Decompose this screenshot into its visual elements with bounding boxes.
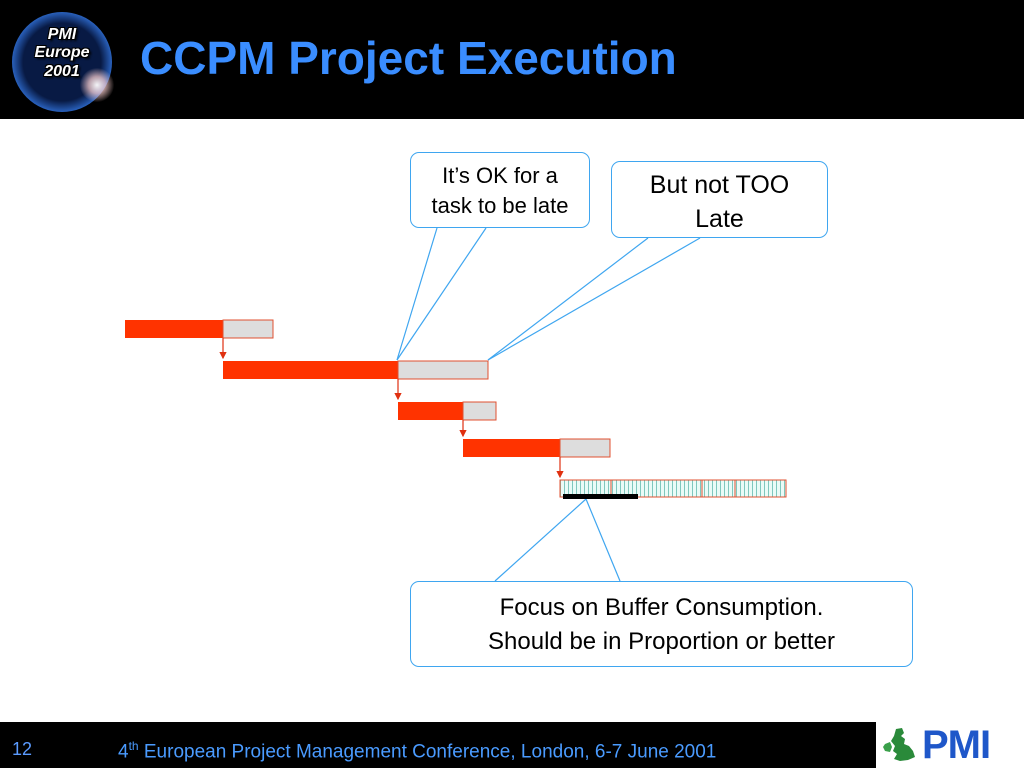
task-1-bar — [125, 320, 223, 338]
pointer-late-right — [396, 227, 487, 361]
task-3-buffer — [462, 401, 497, 421]
slide-title: CCPM Project Execution — [140, 32, 677, 84]
pmi-logo-text: PMI — [922, 723, 991, 767]
logo-line-1: PMI — [47, 26, 77, 43]
uk-map-icon — [883, 728, 915, 761]
pointer-late-left — [396, 227, 438, 361]
callout-buffer-consumption: Focus on Buffer Consumption. Should be i… — [410, 581, 913, 667]
project-buffer-segment — [701, 479, 736, 498]
callout-late-line-1: It’s OK for a — [442, 163, 558, 188]
callout-buffer-line-1: Focus on Buffer Consumption. — [499, 594, 824, 621]
page-number: 12 — [12, 739, 33, 759]
pointer-too-late-right — [487, 237, 701, 361]
callout-not-too-late: But not TOO Late — [611, 161, 828, 238]
pointer-too-late-left — [487, 237, 649, 361]
glow-icon — [80, 68, 114, 102]
pointer-buffer-right — [585, 498, 621, 582]
logo-line-2: Europe — [34, 44, 90, 61]
task-2-buffer — [397, 360, 489, 380]
conference-name: European Project Management Conference, … — [138, 741, 717, 763]
task-3-bar — [398, 402, 463, 420]
footer-bar: 12 4th European Project Management Confe… — [0, 722, 1024, 768]
task-4-bar — [463, 439, 560, 457]
callout-late-line-2: task to be late — [431, 193, 569, 218]
callout-too-late-line-1: But not TOO — [649, 171, 790, 199]
project-buffer — [559, 479, 787, 498]
conference-text: 4th European Project Management Conferen… — [118, 734, 716, 764]
callout-too-late-line-2: Late — [695, 205, 744, 233]
conference-ordinal: 4 — [118, 741, 129, 763]
task-2-bar — [223, 361, 398, 379]
task-1-buffer — [222, 319, 274, 339]
logo-line-3: 2001 — [44, 63, 80, 80]
callout-pointers — [396, 227, 701, 582]
pmi-logo: PMI — [876, 722, 1024, 768]
callout-late-ok: It’s OK for a task to be late — [410, 152, 590, 228]
task-4-buffer — [559, 438, 611, 458]
callout-buffer-line-2: Should be in Proportion or better — [488, 628, 835, 655]
pointer-buffer-left — [494, 498, 587, 582]
buffer-consumption-bar — [563, 494, 638, 499]
pmi-europe-2001-logo: PMI Europe 2001 — [0, 0, 128, 119]
conference-ordinal-suffix: th — [128, 739, 139, 753]
header-bar: PMI Europe 2001 CCPM Project Execution — [0, 0, 1024, 119]
project-buffer-segment — [734, 479, 787, 498]
